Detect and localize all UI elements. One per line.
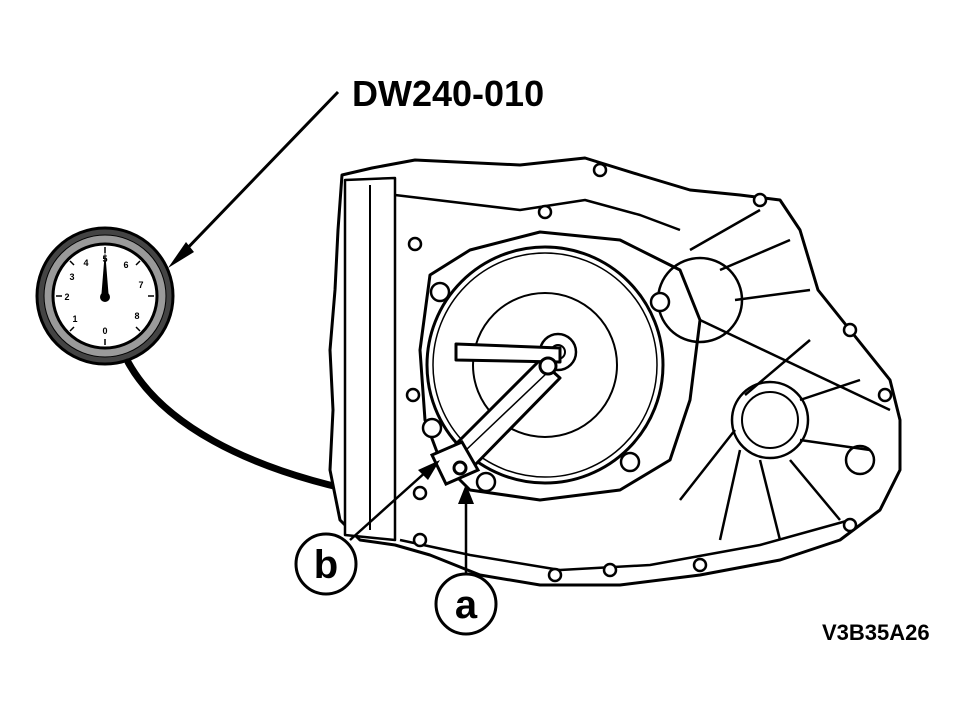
- pressure-gauge: 0 1 2 3 4 5 6 7 8: [35, 226, 175, 366]
- gauge-number-3: 3: [69, 272, 74, 282]
- callout-b-leader: [349, 460, 440, 541]
- callout-a: a: [434, 572, 498, 636]
- housing-bolts: [405, 162, 893, 583]
- gauge-number-0: 0: [102, 326, 107, 336]
- callout-a-label: a: [455, 583, 478, 627]
- figure-code: V3B35A26: [822, 620, 930, 645]
- gauge-number-2: 2: [64, 292, 69, 302]
- callout-b-label: b: [314, 543, 338, 587]
- tool-number-label: DW240-010: [352, 73, 544, 114]
- gauge-number-4: 4: [83, 258, 88, 268]
- tool-callout-arrow: [168, 90, 340, 268]
- callout-a-leader: [458, 484, 474, 578]
- gauge-needle: [101, 250, 109, 300]
- gauge-dial-ticks: [56, 247, 154, 345]
- gauge-number-7: 7: [138, 280, 143, 290]
- bell-housing-ribs: [656, 208, 891, 541]
- gauge-number-1: 1: [72, 314, 77, 324]
- gauge-number-6: 6: [123, 260, 128, 270]
- pressure-port-fitting: [429, 440, 481, 486]
- gauge-number-8: 8: [134, 311, 139, 321]
- callout-b: b: [294, 532, 358, 596]
